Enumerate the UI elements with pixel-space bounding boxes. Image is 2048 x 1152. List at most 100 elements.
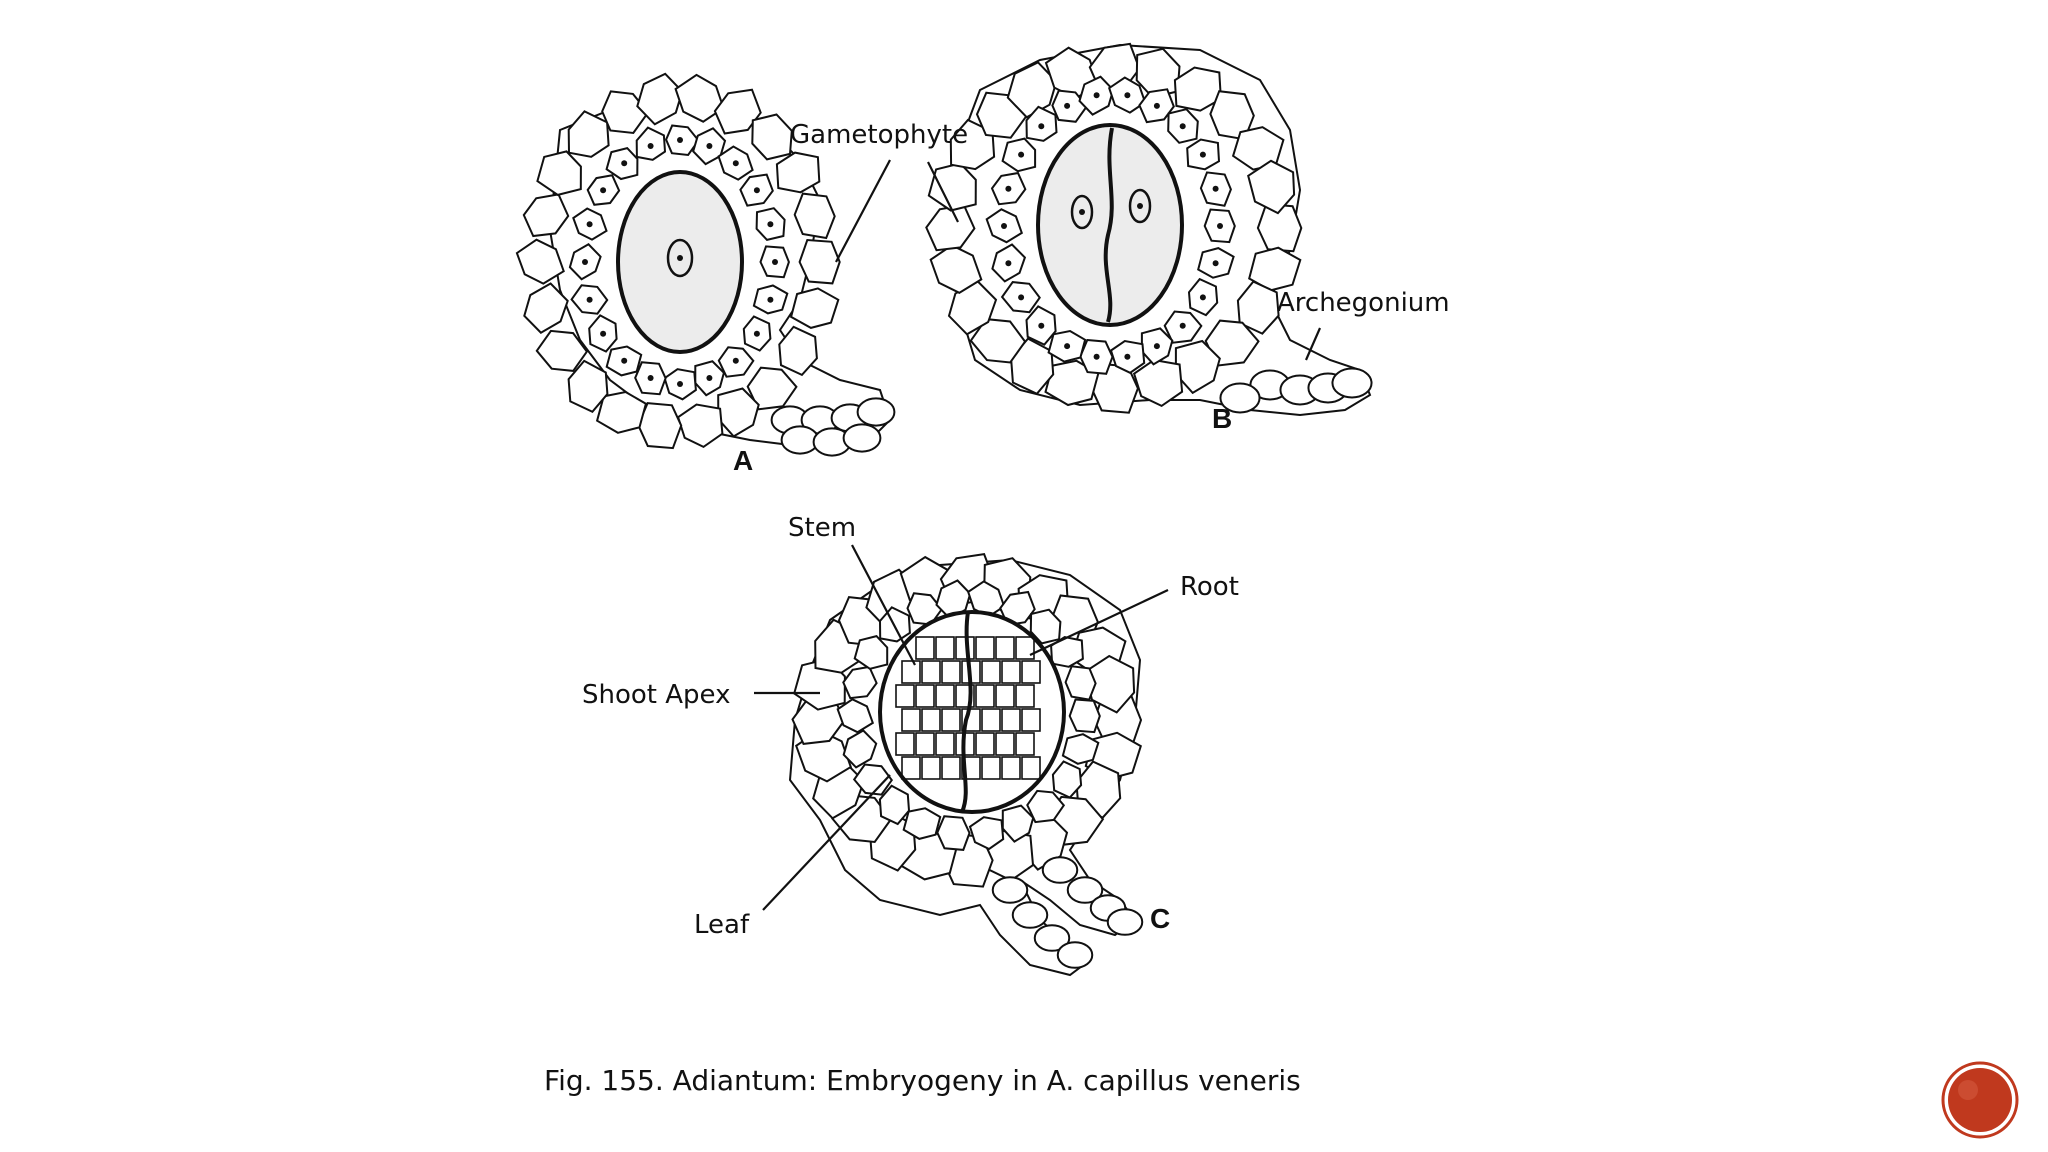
inner-cell xyxy=(852,763,894,796)
cell-nucleus-dot xyxy=(1018,151,1025,158)
embryo-cell xyxy=(935,684,955,708)
panel-letter-a: A xyxy=(733,445,753,476)
panel-b-nucleus-right xyxy=(1128,188,1152,224)
cell-nucleus-dot xyxy=(1038,123,1045,130)
figure-caption: Fig. 155. Adiantum: Embryogeny in A. cap… xyxy=(544,1064,1301,1097)
embryo-cell xyxy=(895,732,915,756)
embryo-cell xyxy=(1001,756,1021,780)
embryo-cell xyxy=(981,660,1001,684)
inner-cell xyxy=(1064,665,1097,701)
embryo-cell xyxy=(975,732,995,756)
embryo-cell xyxy=(935,732,955,756)
embryo-cell xyxy=(941,708,961,732)
inner-cell xyxy=(842,729,878,769)
leader-root xyxy=(1029,589,1169,656)
outer-cell xyxy=(949,118,996,171)
filament-cell xyxy=(1033,924,1071,952)
cell-nucleus-dot xyxy=(647,143,654,149)
embryo-cell xyxy=(1001,660,1021,684)
outer-cell xyxy=(535,329,589,372)
outer-cell xyxy=(676,403,724,449)
panel-b-drawing xyxy=(925,42,1373,417)
inner-cell xyxy=(1029,608,1062,645)
outer-cell xyxy=(789,287,840,329)
label-shoot-apex: Shoot Apex xyxy=(582,680,730,710)
outer-cell xyxy=(798,238,841,285)
embryo-cell xyxy=(981,708,1001,732)
embryo-cell xyxy=(1015,684,1035,708)
embryo-cell xyxy=(935,636,955,660)
outer-cell xyxy=(793,192,836,240)
cell-nucleus-dot xyxy=(586,221,593,228)
inner-cell xyxy=(1001,804,1035,843)
cell-nucleus-dot xyxy=(621,160,628,167)
embryo-cell xyxy=(1015,636,1035,660)
cell-nucleus-dot xyxy=(767,221,774,228)
embryo-cell xyxy=(901,660,921,684)
panel-c-drawing xyxy=(788,552,1144,977)
cell-nucleus-dot xyxy=(1179,322,1186,329)
outer-cell xyxy=(1247,159,1296,215)
filament-cell xyxy=(1066,876,1104,904)
cell-nucleus-dot xyxy=(732,357,739,364)
outer-cell xyxy=(567,359,609,414)
panel-a-oospore xyxy=(616,170,744,354)
embryo-cell xyxy=(955,684,975,708)
outer-cell xyxy=(927,162,977,212)
embryo-cell xyxy=(941,756,961,780)
inner-cell xyxy=(853,634,889,670)
outer-cell xyxy=(515,238,565,285)
embryo-cell xyxy=(1015,732,1035,756)
leader-gametophyte-a xyxy=(835,159,891,263)
cell-nucleus-dot xyxy=(706,143,713,149)
inner-cell xyxy=(1051,760,1083,799)
embryo-cell xyxy=(915,732,935,756)
embryo-cell xyxy=(1021,660,1041,684)
outer-cell xyxy=(751,113,793,161)
outer-cell xyxy=(567,110,610,158)
cell-nucleus-dot xyxy=(1064,343,1071,350)
outer-cell xyxy=(713,88,762,135)
panel-b-division-wall xyxy=(1103,127,1114,323)
inner-cell xyxy=(1026,789,1066,824)
cell-nucleus-dot xyxy=(767,296,774,303)
leader-lines xyxy=(754,159,1322,911)
cell-nucleus-dot xyxy=(753,330,760,337)
embryo-cell xyxy=(995,684,1015,708)
cell-nucleus-dot xyxy=(600,330,607,337)
cell-nucleus-dot xyxy=(1064,102,1071,109)
embryo-cell xyxy=(1021,756,1041,780)
outer-cell xyxy=(969,318,1027,364)
cell-nucleus-dot xyxy=(753,187,760,194)
embryo-cell xyxy=(915,684,935,708)
filament-cell xyxy=(1056,941,1094,969)
cell-nucleus-dot xyxy=(1093,353,1100,360)
cell-nucleus-dot xyxy=(1179,123,1186,130)
embryo-cell xyxy=(921,708,941,732)
embryo-cell xyxy=(921,660,941,684)
label-root: Root xyxy=(1180,572,1239,602)
embryo-cell xyxy=(1021,708,1041,732)
inner-cell xyxy=(936,815,971,851)
outer-cell xyxy=(717,387,760,438)
cell-nucleus-dot xyxy=(1153,343,1160,350)
panel-a-drawing xyxy=(515,72,896,457)
cell-nucleus-dot xyxy=(647,375,654,381)
panel-b-cells xyxy=(925,42,1373,414)
embryo-cell xyxy=(995,636,1015,660)
panel-a-nucleus xyxy=(666,238,694,278)
embryo-cell xyxy=(901,708,921,732)
outer-cell xyxy=(1231,126,1285,171)
label-archegonium: Archegonium xyxy=(1277,288,1450,318)
panel-b-nucleus-left xyxy=(1070,194,1094,230)
cell-nucleus-dot xyxy=(1124,92,1131,99)
circle-badge-icon[interactable] xyxy=(1941,1061,2019,1139)
cell-nucleus-dot xyxy=(1093,92,1100,99)
panel-letter-b: B xyxy=(1212,403,1232,434)
outer-cell xyxy=(601,90,650,135)
leader-gametophyte-b xyxy=(927,161,959,223)
cell-nucleus-dot xyxy=(1212,185,1219,192)
label-stem: Stem xyxy=(788,513,856,543)
cell-nucleus-dot xyxy=(1005,260,1012,267)
